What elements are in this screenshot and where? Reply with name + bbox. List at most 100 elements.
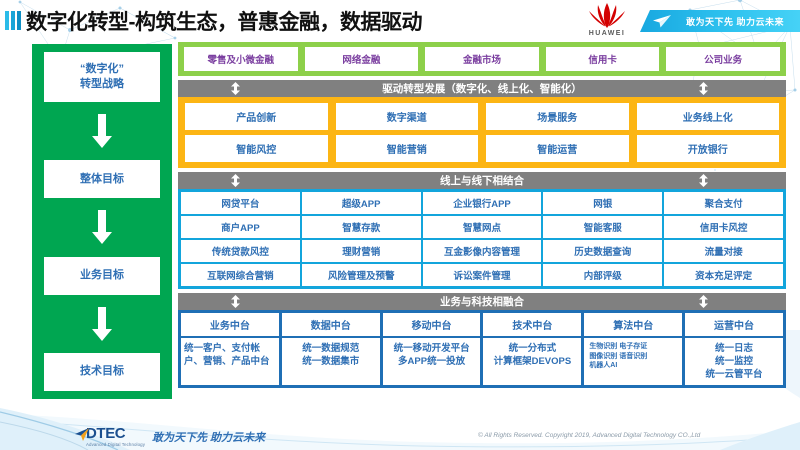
separator-business-tech-fusion: 业务与科技相融合: [178, 293, 786, 310]
online-offline-item[interactable]: 信用卡风控: [664, 216, 783, 238]
page-title: 数字化转型-构筑生态，普惠金融，数据驱动: [26, 11, 423, 34]
double-arrow-icon: [699, 174, 708, 187]
separator-online-offline: 线上与线下相结合: [178, 172, 786, 189]
huawei-logo: HUAWEI: [578, 2, 636, 40]
online-offline-item[interactable]: 诉讼案件管理: [422, 264, 542, 286]
business-line-item[interactable]: 金融市场: [425, 47, 539, 71]
online-offline-item[interactable]: 智慧网点: [422, 216, 542, 238]
drive-row-1: 产品创新 数字渠道 场景服务 业务线上化: [185, 103, 779, 130]
online-offline-item[interactable]: 传统贷款风控: [181, 240, 300, 262]
title-accent-bars-icon: [5, 11, 22, 30]
double-arrow-icon: [231, 82, 240, 95]
double-arrow-icon: [231, 295, 240, 308]
online-offline-item[interactable]: 网银: [543, 192, 663, 214]
drive-item[interactable]: 场景服务: [486, 103, 629, 130]
drive-capabilities-band: 产品创新 数字渠道 场景服务 业务线上化 智能风控 智能营销 智能运营 开放银行: [178, 97, 786, 168]
online-offline-item[interactable]: 智能客服: [543, 216, 663, 238]
online-offline-row-2: 商户APP 智慧存款 智慧网点 智能客服 信用卡风控: [181, 216, 783, 238]
online-offline-item[interactable]: 资本充足评定: [664, 264, 783, 286]
online-offline-item[interactable]: 历史数据查询: [543, 240, 663, 262]
strategy-label-line2: 转型战略: [80, 78, 124, 90]
business-line-item[interactable]: 零售及小微金融: [184, 47, 298, 71]
online-offline-item[interactable]: 智慧存款: [301, 216, 421, 238]
separator-label: 线上与线下相结合: [440, 175, 524, 187]
dtec-wordmark: DTEC: [86, 425, 126, 442]
platform-body: 统一数据规范统一数据集市: [281, 338, 380, 385]
platform-band: 业务中台 统一客户、支付帐户、营销、产品中台 数据中台 统一数据规范统一数据集市…: [178, 310, 786, 388]
drive-item[interactable]: 智能风控: [185, 135, 328, 162]
copyright-text: © All Rights Reserved. Copyright 2019, A…: [478, 432, 701, 439]
ribbon-slogan: 敢为天下先 助力云未来: [686, 16, 785, 27]
page-header: 数字化转型-构筑生态，普惠金融，数据驱动 HUAWEI 敢为天下先 助力云未来: [0, 0, 800, 42]
business-line-item[interactable]: 信用卡: [545, 47, 660, 71]
platform-head[interactable]: 运营中台: [685, 313, 783, 336]
separator-label: 业务与科技相融合: [440, 296, 524, 308]
huawei-wordmark: HUAWEI: [588, 30, 626, 37]
strategy-column: “数字化” 转型战略 整体目标 业务目标 技术目标: [32, 44, 172, 399]
strategy-box-technology-goal[interactable]: 技术目标: [44, 352, 160, 391]
footer-slogan: 敢为天下先 助力云未来: [152, 432, 266, 444]
online-offline-item[interactable]: 理财营销: [301, 240, 421, 262]
strategy-box-overall-goal[interactable]: 整体目标: [44, 160, 160, 199]
double-arrow-icon: [231, 174, 240, 187]
online-offline-item[interactable]: 网贷平台: [181, 192, 300, 214]
huawei-flower-icon: [589, 3, 625, 28]
platform-column-mobile: 移动中台 统一移动开发平台多APP统一投放: [382, 313, 481, 385]
platform-column-data: 数据中台 统一数据规范统一数据集市: [281, 313, 380, 385]
online-offline-row-4: 互联网综合营销 风险管理及预警 诉讼案件管理 内部评级 资本充足评定: [181, 264, 783, 286]
platform-body: 统一分布式计算框架DEVOPS: [483, 338, 582, 385]
business-line-item[interactable]: 网络金融: [304, 47, 419, 71]
online-offline-item[interactable]: 内部评级: [543, 264, 663, 286]
online-offline-item[interactable]: 风险管理及预警: [301, 264, 421, 286]
platform-body: 统一客户、支付帐户、营销、产品中台: [181, 338, 279, 385]
strategy-label: 技术目标: [80, 365, 124, 378]
diagram-stage: “数字化” 转型战略 整体目标 业务目标 技术目标 零售及小微金融 网络金融 金…: [0, 42, 800, 408]
huawei-slogan-ribbon: 敢为天下先 助力云未来: [640, 10, 800, 32]
page-footer: DTEC Advanced Digital Technology 敢为天下先 助…: [0, 408, 800, 450]
strategy-label: 业务目标: [80, 269, 124, 282]
business-lines-band: 零售及小微金融 网络金融 金融市场 信用卡 公司业务: [178, 42, 786, 76]
platform-head[interactable]: 算法中台: [584, 313, 683, 336]
double-arrow-icon: [699, 295, 708, 308]
dtec-triangle-icon: [75, 428, 89, 441]
platform-head[interactable]: 移动中台: [382, 313, 481, 336]
content-column: 零售及小微金融 网络金融 金融市场 信用卡 公司业务 驱动转型发展（数字化、线上…: [178, 42, 786, 388]
double-arrow-icon: [699, 82, 708, 95]
platform-head[interactable]: 技术中台: [483, 313, 582, 336]
online-offline-item[interactable]: 商户APP: [181, 216, 300, 238]
drive-item[interactable]: 开放银行: [636, 135, 779, 162]
arrow-down-1: [91, 102, 113, 160]
paper-plane-icon: [653, 15, 671, 28]
platform-body: 统一移动开发平台多APP统一投放: [382, 338, 481, 385]
dtec-logo: DTEC Advanced Digital Technology: [75, 425, 148, 447]
platform-body: 生物识别 电子存证图像识别 语音识别机器人AI: [584, 338, 683, 385]
arrow-down-2: [91, 198, 113, 256]
footer-wave-decoration: [0, 408, 800, 450]
strategy-box-business-goal[interactable]: 业务目标: [44, 256, 160, 295]
online-offline-item[interactable]: 流量对接: [664, 240, 783, 262]
strategy-label-line1: “数字化”: [80, 63, 124, 75]
online-offline-item[interactable]: 互联网综合营销: [181, 264, 300, 286]
drive-item[interactable]: 智能运营: [486, 135, 629, 162]
online-offline-item[interactable]: 聚合支付: [664, 192, 783, 214]
strategy-box-transformation[interactable]: “数字化” 转型战略: [44, 52, 160, 102]
separator-drive-transformation: 驱动转型发展（数字化、线上化、智能化）: [178, 80, 786, 97]
platform-body: 统一日志统一监控统一云管平台: [685, 338, 783, 385]
online-offline-item[interactable]: 互金影像内容管理: [422, 240, 542, 262]
separator-label: 驱动转型发展（数字化、线上化、智能化）: [382, 83, 582, 95]
drive-item[interactable]: 产品创新: [185, 103, 328, 130]
platform-column-technology: 技术中台 统一分布式计算框架DEVOPS: [483, 313, 582, 385]
online-offline-item[interactable]: 企业银行APP: [422, 192, 542, 214]
business-line-item[interactable]: 公司业务: [666, 47, 780, 71]
drive-row-2: 智能风控 智能营销 智能运营 开放银行: [185, 135, 779, 162]
platform-head[interactable]: 数据中台: [281, 313, 380, 336]
drive-item[interactable]: 数字渠道: [335, 103, 478, 130]
online-offline-row-3: 传统贷款风控 理财营销 互金影像内容管理 历史数据查询 流量对接: [181, 240, 783, 262]
online-offline-item[interactable]: 超级APP: [301, 192, 421, 214]
online-offline-row-1: 网贷平台 超级APP 企业银行APP 网银 聚合支付: [181, 192, 783, 214]
drive-item[interactable]: 智能营销: [335, 135, 478, 162]
dtec-tagline: Advanced Digital Technology: [86, 442, 146, 447]
drive-item[interactable]: 业务线上化: [636, 103, 779, 130]
platform-column-algorithm: 算法中台 生物识别 电子存证图像识别 语音识别机器人AI: [584, 313, 683, 385]
platform-head[interactable]: 业务中台: [181, 313, 279, 336]
